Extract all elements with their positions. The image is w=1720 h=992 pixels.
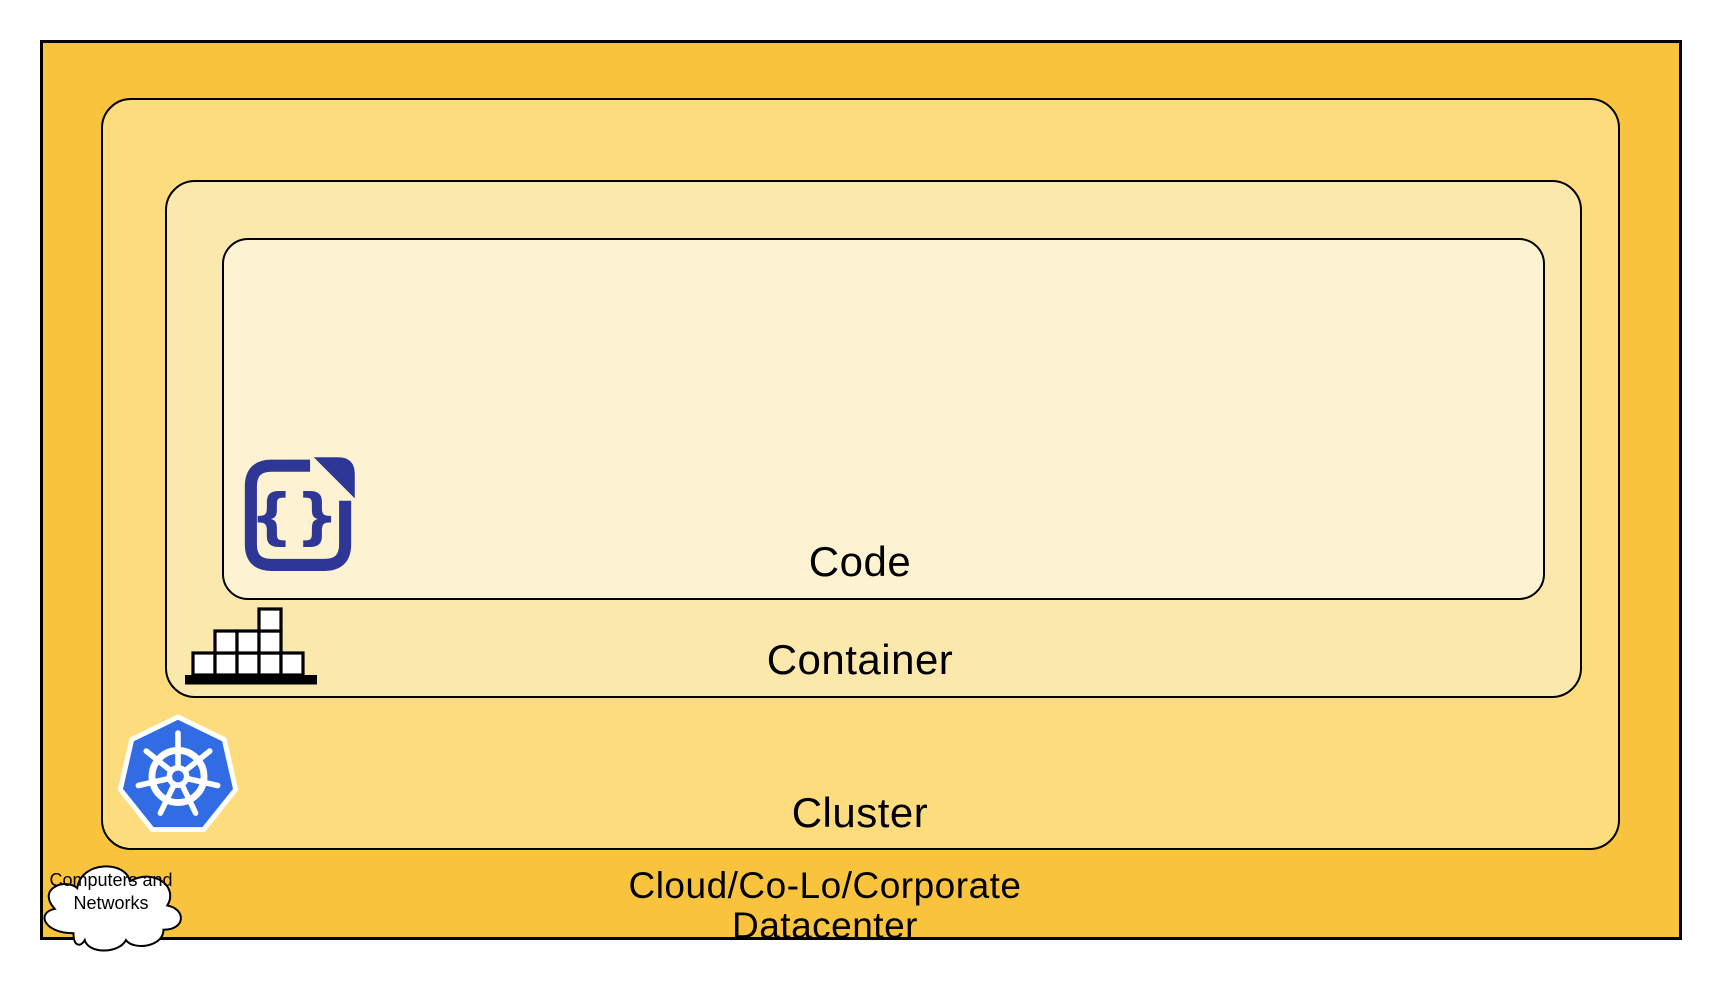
datacenter-label-line1: Cloud/Co-Lo/Corporate (628, 865, 1022, 906)
kubernetes-icon (116, 712, 240, 836)
code-box (222, 238, 1545, 600)
container-blocks-icon (185, 604, 317, 685)
code-file-icon: {} (240, 456, 356, 577)
container-label: Container (766, 636, 954, 683)
cloud-label-line1: Computers and (49, 870, 173, 890)
code-label: Code (808, 538, 912, 585)
cluster-label: Cluster (791, 789, 929, 836)
cloud-label: Computers and Networks (36, 869, 186, 915)
cloud-icon (36, 850, 186, 954)
datacenter-label: Cloud/Co-Lo/Corporate Datacenter (0, 866, 1650, 946)
svg-text:{}: {} (250, 482, 341, 552)
datacenter-label-line2: Datacenter (732, 904, 918, 946)
cloud-label-line2: Networks (73, 893, 149, 913)
